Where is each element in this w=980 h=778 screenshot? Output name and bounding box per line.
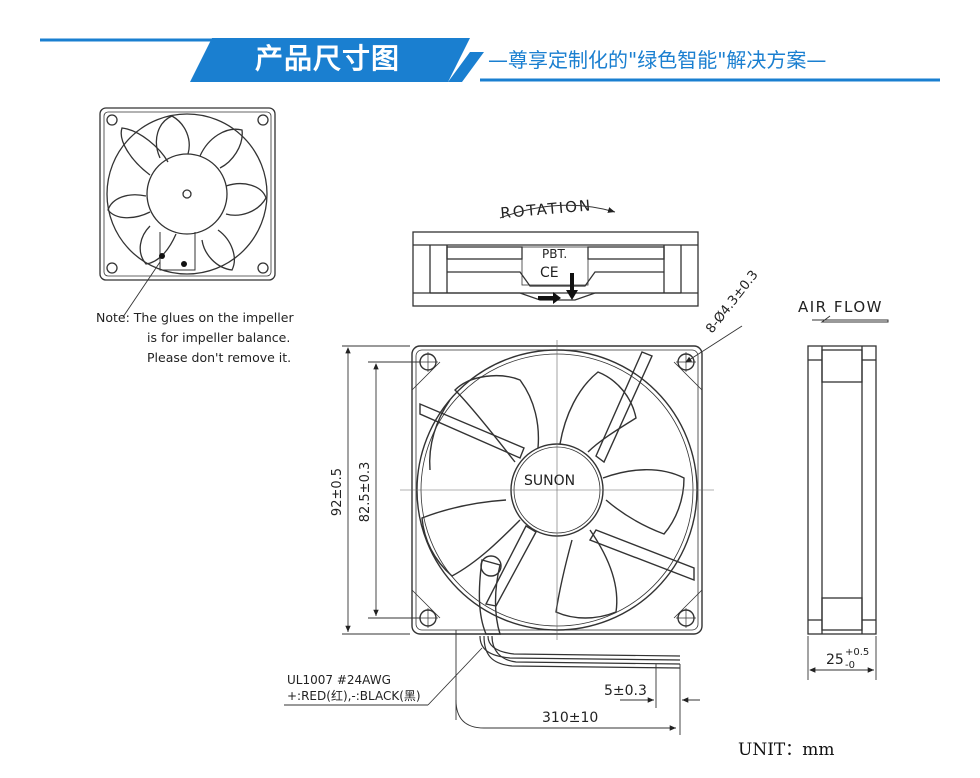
page-subtitle: —尊享定制化的"绿色智能"解决方案— — [488, 48, 827, 72]
airflow-direction-arrow — [538, 292, 561, 304]
wire-colors-label: +:RED(红),-:BLACK(黑) — [287, 688, 421, 703]
strip-length-label: 5±0.3 — [604, 683, 647, 699]
lead-length-label: 310±10 — [542, 710, 598, 726]
wire-spec-label: UL1007 #24AWG — [287, 673, 391, 687]
air-flow-arrow — [812, 315, 889, 323]
note-line-3: Please don't remove it. — [147, 350, 291, 365]
note-line-2: is for impeller balance. — [147, 330, 290, 345]
rotation-direction-arrow — [566, 273, 578, 300]
lead-wires — [479, 635, 681, 669]
thickness-label: 25 — [826, 652, 844, 668]
small-fan-view — [99, 107, 276, 281]
note-line-1: Note: The glues on the impeller — [96, 310, 294, 325]
pbt-label: PBT. — [542, 247, 567, 261]
right-side-view — [807, 345, 877, 635]
rotation-arrow — [499, 204, 616, 219]
thickness-plus-tolerance: +0.5 — [845, 647, 869, 658]
air-flow-label: AIR FLOW — [798, 298, 883, 316]
overall-size-label: 92±0.5 — [330, 468, 345, 516]
ce-mark: CE — [540, 265, 559, 281]
top-side-view — [412, 231, 699, 307]
brand-label: SUNON — [524, 473, 575, 489]
rotation-label: ROTATION — [500, 196, 593, 222]
hole-pitch-label: 82.5±0.3 — [358, 462, 373, 523]
title-banner — [190, 38, 470, 82]
header: 产品尺寸图 —尊享定制化的"绿色智能"解决方案— — [0, 0, 980, 90]
unit-label: UNIT：mm — [738, 740, 835, 760]
header-decoration — [40, 38, 940, 82]
hole-dimension-label: 8-Ø4.3±0.3 — [703, 268, 761, 337]
page-title: 产品尺寸图 — [254, 42, 400, 75]
thickness-minus-tolerance: -0 — [845, 660, 855, 671]
